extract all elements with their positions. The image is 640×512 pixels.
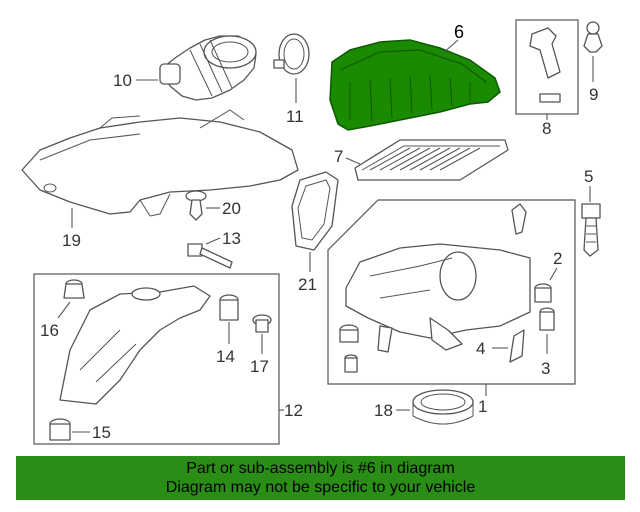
callout-21: 21 xyxy=(298,275,317,294)
banner-line-2: Diagram may not be specific to your vehi… xyxy=(165,479,476,496)
callout-8: 8 xyxy=(542,119,551,138)
part-12-box xyxy=(33,273,280,445)
part-4-clip[interactable] xyxy=(509,329,525,363)
callout-6: 6 xyxy=(454,22,464,42)
part-2-grommet[interactable] xyxy=(534,283,552,303)
part-15-grommet[interactable] xyxy=(49,418,71,441)
callout-4: 4 xyxy=(476,339,485,358)
info-banner: Part or sub-assembly is #6 in diagram Di… xyxy=(16,456,625,500)
part-3-collar[interactable] xyxy=(539,307,555,331)
part-17-clip[interactable] xyxy=(252,314,272,333)
part-1-grommet-left xyxy=(339,324,393,373)
callout-13: 13 xyxy=(222,229,241,248)
callout-19: 19 xyxy=(62,231,81,250)
part-12-resonator[interactable] xyxy=(59,285,211,405)
callout-2: 2 xyxy=(553,249,562,268)
part-6-air-cleaner-cover[interactable] xyxy=(329,39,501,131)
callout-1: 1 xyxy=(478,397,487,416)
callout-3: 3 xyxy=(541,359,550,378)
callout-7: 7 xyxy=(334,147,343,166)
part-10-intake-boot[interactable] xyxy=(159,35,257,101)
callout-5: 5 xyxy=(584,167,593,186)
callout-14: 14 xyxy=(216,347,235,366)
banner-line-1: Part or sub-assembly is #6 in diagram xyxy=(186,460,455,477)
callout-15: 15 xyxy=(92,423,111,442)
part-1-lower-housing[interactable] xyxy=(345,203,531,351)
callout-10: 10 xyxy=(113,71,132,90)
part-13-bolt[interactable] xyxy=(187,243,233,269)
part-11-hose-clamp[interactable] xyxy=(273,33,310,75)
callout-16: 16 xyxy=(40,321,59,340)
callout-9: 9 xyxy=(589,85,598,104)
part-9-clip[interactable] xyxy=(583,21,603,53)
callout-11: 11 xyxy=(286,107,304,126)
part-18-ring[interactable] xyxy=(412,389,474,425)
part-14-grommet[interactable] xyxy=(219,294,239,321)
callout-17: 17 xyxy=(250,357,269,376)
part-1-box xyxy=(327,199,576,385)
part-7-filter-element[interactable] xyxy=(354,139,509,181)
part-8-bracket[interactable] xyxy=(515,19,579,115)
part-20-push-clip[interactable] xyxy=(185,190,207,221)
part-5-bolt[interactable] xyxy=(581,203,601,257)
callout-18: 18 xyxy=(374,401,393,420)
callout-12: 12 xyxy=(284,401,303,420)
part-19-intake-duct[interactable] xyxy=(21,109,299,217)
callout-20: 20 xyxy=(222,199,241,218)
part-21-seal[interactable] xyxy=(291,171,339,251)
part-16-cap[interactable] xyxy=(63,279,85,299)
parts-diagram: 10 11 6 8 9 7 19 xyxy=(21,19,603,445)
